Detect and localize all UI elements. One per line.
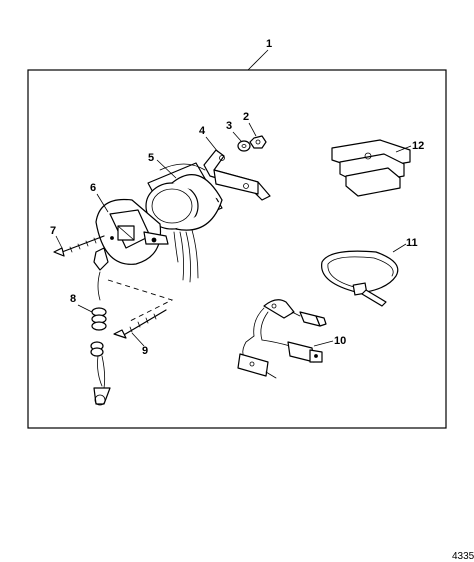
svg-text:12: 12 xyxy=(412,140,424,152)
svg-text:10: 10 xyxy=(334,335,346,347)
part-11-cable-tie xyxy=(321,250,399,307)
diagram-frame xyxy=(27,69,447,429)
callout-1: 1 xyxy=(247,38,272,71)
svg-text:6: 6 xyxy=(90,182,96,194)
callout-6: 6 xyxy=(90,182,109,213)
callout-5: 5 xyxy=(148,152,177,179)
callout-7: 7 xyxy=(50,225,63,249)
part-4-l-bracket xyxy=(203,149,271,201)
part-7-screw xyxy=(53,235,105,257)
part-8-lanyard-chain xyxy=(90,247,111,406)
part-12-clamp-bracket xyxy=(331,139,411,197)
assembly-dashed-line xyxy=(107,279,174,323)
svg-text:8: 8 xyxy=(70,293,76,305)
svg-text:11: 11 xyxy=(406,237,418,249)
part-10-harness xyxy=(237,299,327,379)
svg-text:1: 1 xyxy=(266,38,272,50)
svg-text:7: 7 xyxy=(50,225,56,237)
svg-text:4: 4 xyxy=(199,125,206,137)
figure-id: 4335 xyxy=(452,551,474,562)
svg-text:3: 3 xyxy=(226,120,232,132)
callout-10: 10 xyxy=(313,335,346,347)
callout-9: 9 xyxy=(131,332,148,357)
part-6-bracket-plate xyxy=(95,198,169,265)
part-2-nut xyxy=(249,135,267,149)
callout-2: 2 xyxy=(243,111,257,137)
part-9-screw xyxy=(113,309,167,339)
callout-4: 4 xyxy=(199,125,219,153)
part-5-ring xyxy=(145,162,223,231)
callout-8: 8 xyxy=(70,293,93,313)
callout-12: 12 xyxy=(395,140,424,153)
part-3-washer xyxy=(237,140,251,152)
svg-text:5: 5 xyxy=(148,152,154,164)
callout-3: 3 xyxy=(226,120,242,142)
svg-text:9: 9 xyxy=(142,345,148,357)
callout-11: 11 xyxy=(392,237,418,253)
gauge-wires xyxy=(173,229,199,283)
svg-text:2: 2 xyxy=(243,111,249,123)
